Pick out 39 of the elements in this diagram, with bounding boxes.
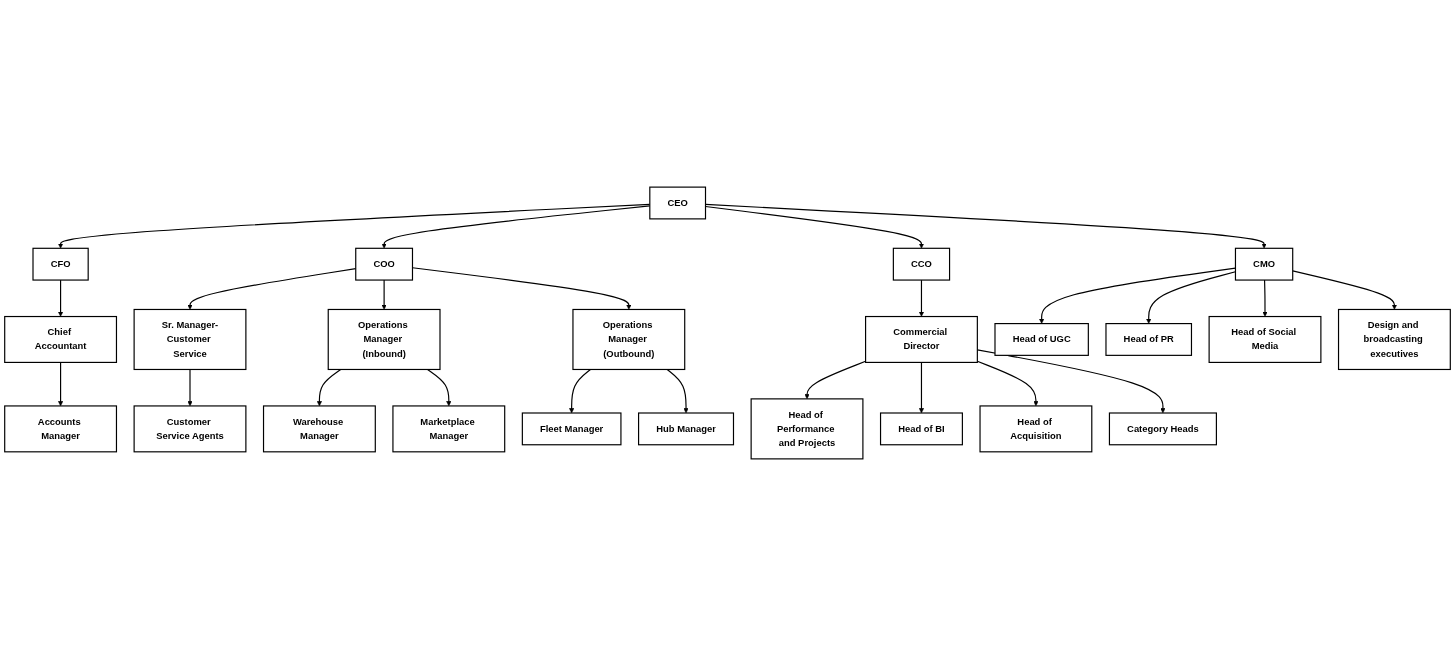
- node-box: Head of PR: [1105, 323, 1193, 356]
- arrow: [1262, 279, 1268, 317]
- node-box: Head of Social Media: [1208, 315, 1322, 363]
- node-box: Sr. Manager-Customer Service: [133, 308, 247, 371]
- node-box: CFO: [32, 247, 89, 281]
- arrow: [666, 368, 689, 414]
- arrow: [426, 368, 452, 407]
- arrow: [976, 349, 1166, 414]
- node-box: Hub Manager: [638, 412, 735, 446]
- arrow: [58, 279, 64, 317]
- node-box: Operations Manager (Outbound): [572, 308, 686, 371]
- node-box: Design and broadcasting executives: [1337, 308, 1451, 371]
- node-box: COO: [355, 247, 414, 281]
- arrow: [58, 361, 64, 407]
- node-box: Accounts Manager: [4, 405, 118, 453]
- arrow: [918, 279, 925, 317]
- arrow: [316, 368, 342, 407]
- node-box: Chief Accountant: [4, 315, 118, 363]
- node-box: Marketplace Manager: [392, 405, 506, 453]
- node-box: Head of BI: [879, 412, 963, 446]
- node-box: CEO: [649, 186, 707, 220]
- arrow: [187, 368, 193, 407]
- arrow: [918, 361, 925, 414]
- node-box: Head of UGC: [994, 323, 1089, 356]
- node-box: Warehouse Manager: [262, 405, 376, 453]
- arrow: [1292, 270, 1397, 310]
- node-box: CCO: [892, 247, 951, 281]
- arrow: [569, 368, 592, 414]
- arrow: [804, 360, 867, 400]
- node-box: CMO: [1234, 247, 1294, 281]
- arrow: [381, 279, 387, 310]
- node-box: Customer Service Agents: [133, 405, 247, 453]
- node-box: Operations Manager (Inbound): [327, 308, 441, 371]
- node-box: Commercial Director: [865, 315, 978, 363]
- node-box: Fleet Manager: [521, 412, 622, 446]
- node-box: Head of Performance and Projects: [750, 398, 864, 460]
- node-box: Category Heads: [1108, 412, 1217, 446]
- arrow: [976, 360, 1039, 407]
- node-box: Head of Acquisition: [979, 405, 1093, 453]
